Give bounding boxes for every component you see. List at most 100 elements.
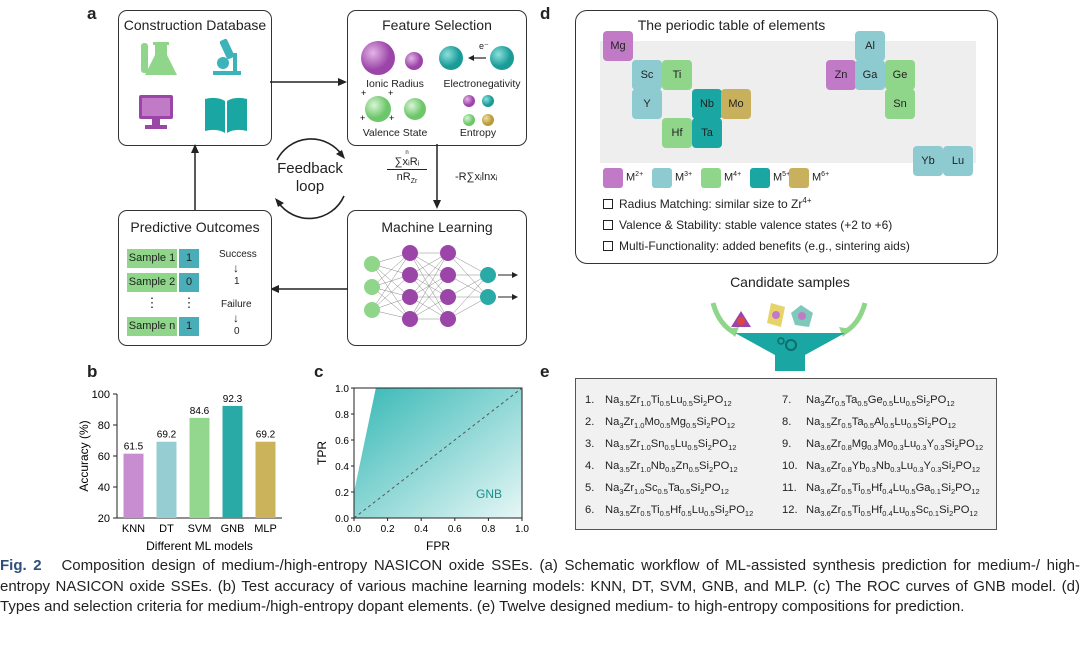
y-axis-title: Accuracy (%) — [77, 420, 91, 491]
arrow-right-icon — [270, 78, 347, 86]
y-tick-label: 0.2 — [335, 488, 349, 499]
legend-swatch — [652, 168, 672, 188]
book-icon — [205, 97, 247, 133]
sample-value: 1 — [179, 317, 199, 336]
legend-swatch — [789, 168, 809, 188]
bar-value-label: 69.2 — [157, 430, 177, 441]
failure-value: 0 — [234, 326, 240, 337]
composition-item: 4.Na3.5Zr1.0Nb0.5Zn0.5Si2PO12 — [585, 460, 738, 475]
y-tick-label: 80 — [98, 420, 110, 432]
element-y: Y — [632, 89, 662, 119]
composition-item: 7.Na3Zr0.5Ta0.5Ge0.5Lu0.5Si2PO12 — [782, 394, 955, 409]
value-ellipsis: ⋮ — [182, 295, 196, 310]
composition-item: 10.Na3.6Zr0.8Yb0.3Nb0.3Lu0.3Y0.3Si2PO12 — [782, 460, 981, 475]
panel-label-c: c — [314, 362, 324, 381]
nn-edge — [447, 274, 489, 320]
composition-item: 3.Na3.5Zr1.0Sn0.5Lu0.5Si2PO12 — [585, 438, 737, 453]
element-sc: Sc — [632, 60, 662, 90]
y-tick-label: 0.4 — [335, 462, 349, 473]
output-arrow-head — [512, 272, 518, 278]
composition-item: 2.Na3Zr1.0Mo0.5Mg0.5Si2PO12 — [585, 416, 736, 431]
element-ga: Ga — [855, 60, 885, 90]
nn-edge — [371, 263, 411, 298]
feedback-word: Feedback — [277, 160, 343, 177]
bar-value-label: 69.2 — [256, 430, 276, 441]
predictive-title: Predictive Outcomes — [130, 219, 260, 235]
feature-label-ionic-radius: Ionic Radius — [366, 78, 424, 90]
svg-text:+: + — [360, 113, 365, 123]
x-tick-label: 0.0 — [347, 524, 361, 535]
periodic-title: The periodic table of elements — [637, 17, 826, 33]
feedback-loop-label: Feedback loop — [270, 160, 350, 196]
svg-text:+: + — [361, 88, 366, 98]
bar-svm — [189, 417, 210, 518]
nn-node — [364, 256, 380, 272]
nn-edge — [371, 286, 411, 320]
nn-edge — [409, 274, 449, 320]
element-nb: Nb — [692, 89, 722, 119]
x-tick-label: 0.2 — [381, 524, 395, 535]
sample-name: Sample 1 — [127, 249, 177, 268]
formula-radius: n ∑xᵢRᵢ nRZr — [387, 150, 427, 189]
y-tick-label: 0.0 — [335, 514, 349, 525]
y-tick-label: 40 — [98, 482, 110, 494]
construction-database-box: Construction Database — [118, 10, 272, 146]
sample-ellipsis: ⋮ — [145, 295, 159, 310]
composition-item: 1.Na3.5Zr1.0Ti0.5Lu0.5Si2PO12 — [585, 394, 732, 409]
x-tick-label: 0.6 — [448, 524, 462, 535]
formula-entropy: -R∑xᵢlnxᵢ — [455, 171, 498, 183]
nn-node — [480, 267, 496, 283]
x-tick-label: 1.0 — [515, 524, 529, 535]
nn-edge — [371, 263, 411, 320]
arrow-up-icon — [191, 144, 199, 210]
x-axis-title: FPR — [426, 539, 450, 553]
x-tick-label: KNN — [122, 523, 145, 535]
success-value: 1 — [234, 276, 240, 287]
bar-gnb — [222, 405, 243, 518]
ml-title: Machine Learning — [381, 219, 493, 235]
series-label: GNB — [476, 487, 502, 501]
legend-label: M2+ — [626, 171, 644, 184]
down-arrow-icon: ↓ — [233, 311, 239, 325]
electronegativity-ion-a — [439, 46, 463, 70]
legend-label: M3+ — [675, 171, 693, 184]
legend-swatch — [701, 168, 721, 188]
computer-icon — [139, 95, 173, 129]
lab-icons — [139, 38, 247, 133]
electronegativity-ion-b — [490, 46, 514, 70]
svg-text:+: + — [389, 113, 394, 123]
element-zn: Zn — [826, 60, 856, 90]
x-tick-label: 0.4 — [414, 524, 428, 535]
feature-title: Feature Selection — [382, 17, 492, 33]
sample-value: 1 — [179, 249, 199, 268]
figure-number: Fig. 2 — [0, 557, 42, 574]
valence-ion-a — [365, 96, 391, 122]
element-yb: Yb — [913, 146, 943, 176]
feedback-loop-icon — [275, 138, 345, 220]
valence-ion-b — [404, 98, 426, 120]
x-axis-title: Different ML models — [146, 539, 253, 553]
nn-node — [440, 289, 456, 305]
nn-node — [402, 311, 418, 327]
arrow-down-icon — [433, 144, 441, 209]
legend-swatch — [750, 168, 770, 188]
element-ta: Ta — [692, 118, 722, 148]
panel-label-b: b — [87, 362, 98, 381]
element-mo: Mo — [721, 89, 751, 119]
sample-value: 0 — [179, 273, 199, 292]
nn-edge — [409, 252, 449, 298]
nn-edge — [371, 274, 411, 311]
bar-mlp — [255, 441, 276, 518]
nn-node — [440, 311, 456, 327]
accuracy-bar-chart: 2040608010061.5KNN69.2DT84.6SVM92.3GNB69… — [77, 389, 282, 553]
small-ion-icon — [405, 52, 423, 70]
bar-value-label: 61.5 — [124, 442, 144, 453]
figure-caption: Fig. 2 Composition design of medium-/hig… — [0, 556, 1080, 618]
composition-item: 5.Na3Zr1.0Sc0.5Ta0.5Si2PO12 — [585, 482, 729, 497]
funnel-icon — [710, 302, 868, 371]
success-label: Success — [219, 249, 257, 260]
checkbox-icon — [603, 199, 613, 209]
feature-label-valence-state: Valence State — [362, 127, 428, 139]
nn-edge — [409, 252, 449, 320]
